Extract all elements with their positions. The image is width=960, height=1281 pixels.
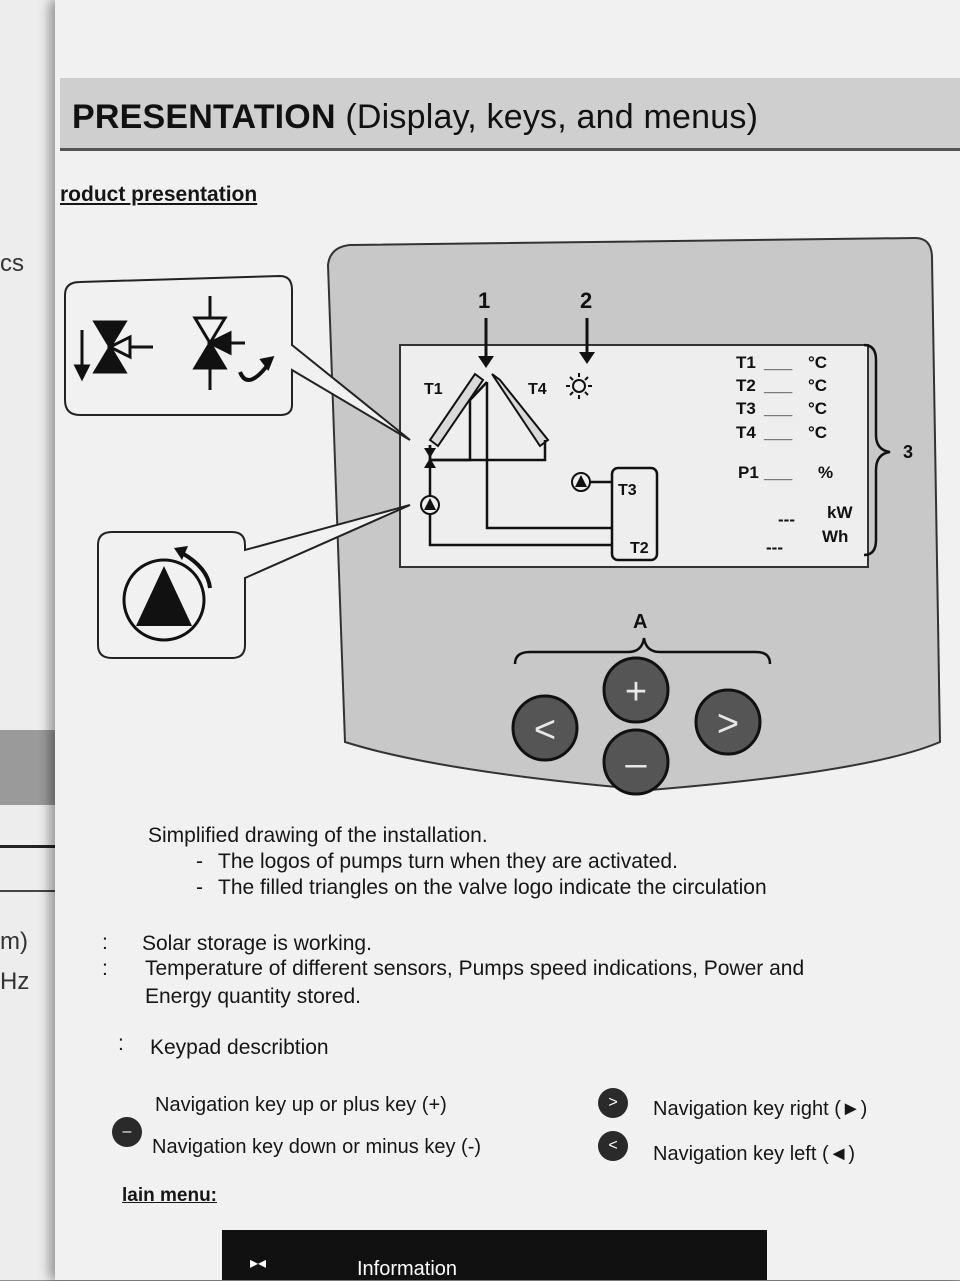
readout-unit: °C xyxy=(808,376,827,395)
readout-dashes: ___ xyxy=(763,353,793,372)
description-bullet-dash: - xyxy=(196,876,203,899)
keypad-brace xyxy=(513,637,772,665)
valve-callout-bubble xyxy=(64,274,411,441)
key-left-label: Navigation key left (◄) xyxy=(653,1143,856,1165)
key-left[interactable]: < xyxy=(511,694,579,762)
controller-diagram: 1 2 T1 T4 T3 T2 T1 xyxy=(64,236,942,796)
power-dashes: --- xyxy=(778,510,795,529)
readout-dashes: ___ xyxy=(763,399,793,418)
pump-speed-dashes: ___ xyxy=(763,463,793,482)
storage-tank xyxy=(610,466,659,562)
svg-text:<: < xyxy=(534,709,556,751)
key-up-label: Navigation key up or plus key (+) xyxy=(155,1094,447,1116)
valve-icon-right xyxy=(192,296,275,390)
screen-pump-icon xyxy=(571,472,591,492)
description-item-2: Solar storage is working. xyxy=(142,932,372,955)
valve-icon-left xyxy=(73,320,153,382)
menu-screen xyxy=(222,1230,767,1280)
description-item-a: Keypad describtion xyxy=(150,1036,329,1059)
description-bullet: The filled triangles on the valve logo i… xyxy=(218,876,767,899)
pump-speed-name: P1 xyxy=(738,463,759,482)
solar-collector-left xyxy=(428,372,485,448)
key-right-label: Navigation key right (►) xyxy=(653,1098,868,1120)
main-menu-heading: lain menu: xyxy=(122,1185,218,1206)
readout-unit: °C xyxy=(808,423,827,442)
readouts-brace xyxy=(863,343,891,557)
item-colon: : xyxy=(102,957,108,980)
left-page-fragment: Hz xyxy=(0,968,30,995)
sensor-label-t1: T1 xyxy=(424,381,443,398)
energy-unit: Wh xyxy=(822,527,848,546)
readout-unit: °C xyxy=(808,353,827,372)
svg-text:–: – xyxy=(625,743,647,785)
energy-dashes: --- xyxy=(766,538,783,557)
chevron-left-icon: < xyxy=(598,1131,628,1161)
key-plus[interactable]: + xyxy=(602,656,670,724)
title-main: PRESENTATION xyxy=(72,98,336,136)
title-bar xyxy=(60,78,960,151)
description-item-3: Temperature of different sensors, Pumps … xyxy=(145,957,805,980)
menu-item-information[interactable]: Information xyxy=(357,1258,458,1280)
sun-icon xyxy=(566,373,592,399)
section-heading: roduct presentation xyxy=(60,183,258,206)
screen-pump-icon xyxy=(420,495,440,515)
key-down-label: Navigation key down or minus key (-) xyxy=(152,1136,482,1158)
readout-unit: °C xyxy=(808,399,827,418)
key-right[interactable]: > xyxy=(694,688,762,756)
screen-valve-icon xyxy=(424,448,436,468)
readout-name: T4 xyxy=(736,423,756,442)
description-item-3-cont: Energy quantity stored. xyxy=(145,985,361,1008)
piping xyxy=(428,381,612,547)
sensor-label-t2: T2 xyxy=(630,540,649,557)
callout-2: 2 xyxy=(580,288,592,313)
description-intro: Simplified drawing of the installation. xyxy=(148,824,488,847)
sensor-label-t3: T3 xyxy=(618,482,637,499)
item-colon: : xyxy=(118,1032,124,1055)
readout-name: T1 xyxy=(736,353,756,372)
solar-collector-right xyxy=(491,373,550,448)
readout-name: T2 xyxy=(736,376,756,395)
description-bullet: The logos of pumps turn when they are ac… xyxy=(218,850,678,873)
readout-dashes: ___ xyxy=(763,423,793,442)
callout-3: 3 xyxy=(903,442,913,462)
title-sub: (Display, keys, and menus) xyxy=(345,98,759,136)
svg-text:>: > xyxy=(717,703,739,745)
svg-text:+: + xyxy=(625,671,647,713)
minus-icon: – xyxy=(112,1117,142,1147)
callout-1: 1 xyxy=(478,288,490,313)
key-minus[interactable]: – xyxy=(602,728,670,796)
menu-nav-icon: ▸◂ xyxy=(250,1255,267,1272)
item-colon: : xyxy=(102,931,108,954)
left-page-fragment: cs xyxy=(0,250,24,277)
description-bullet-dash: - xyxy=(196,850,203,873)
readout-dashes: ___ xyxy=(763,376,793,395)
callout-a: A xyxy=(633,611,647,633)
power-unit: kW xyxy=(827,503,853,522)
left-page-fragment: m) xyxy=(0,928,28,955)
page-title: PRESENTATION (Display, keys, and menus) xyxy=(72,98,758,137)
readout-name: T3 xyxy=(736,399,756,418)
pump-speed-unit: % xyxy=(818,463,833,482)
pump-icon-large xyxy=(122,546,212,642)
chevron-right-icon: > xyxy=(598,1088,628,1118)
sensor-label-t4: T4 xyxy=(528,381,547,398)
